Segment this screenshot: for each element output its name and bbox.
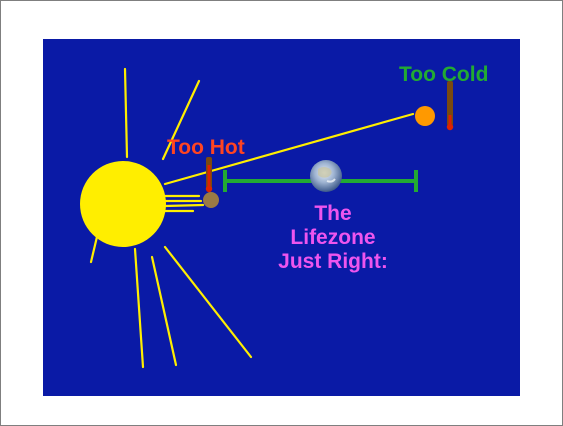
cold-planet-icon: [415, 106, 435, 126]
sun-ray: [152, 257, 176, 365]
sun-ray: [165, 247, 251, 357]
lifezone-line-3: Just Right:: [248, 250, 418, 274]
diagram-panel: Too Cold Too Hot The Lifezone Just Right…: [43, 39, 520, 396]
earth-icon: [310, 160, 342, 192]
cold-thermometer-icon: [447, 81, 453, 130]
sun-ray: [165, 205, 203, 206]
sun-ray: [125, 69, 127, 157]
lifezone-line-1: The: [248, 202, 418, 226]
too-cold-label: Too Cold: [399, 64, 488, 85]
lifezone-label: The Lifezone Just Right:: [248, 202, 418, 274]
sun-ray: [135, 249, 143, 367]
hot-thermometer-icon: [206, 157, 212, 192]
hot-planet-icon: [203, 192, 219, 208]
too-hot-label: Too Hot: [167, 137, 245, 158]
lifezone-line-2: Lifezone: [248, 226, 418, 250]
sun-icon: [80, 161, 166, 247]
